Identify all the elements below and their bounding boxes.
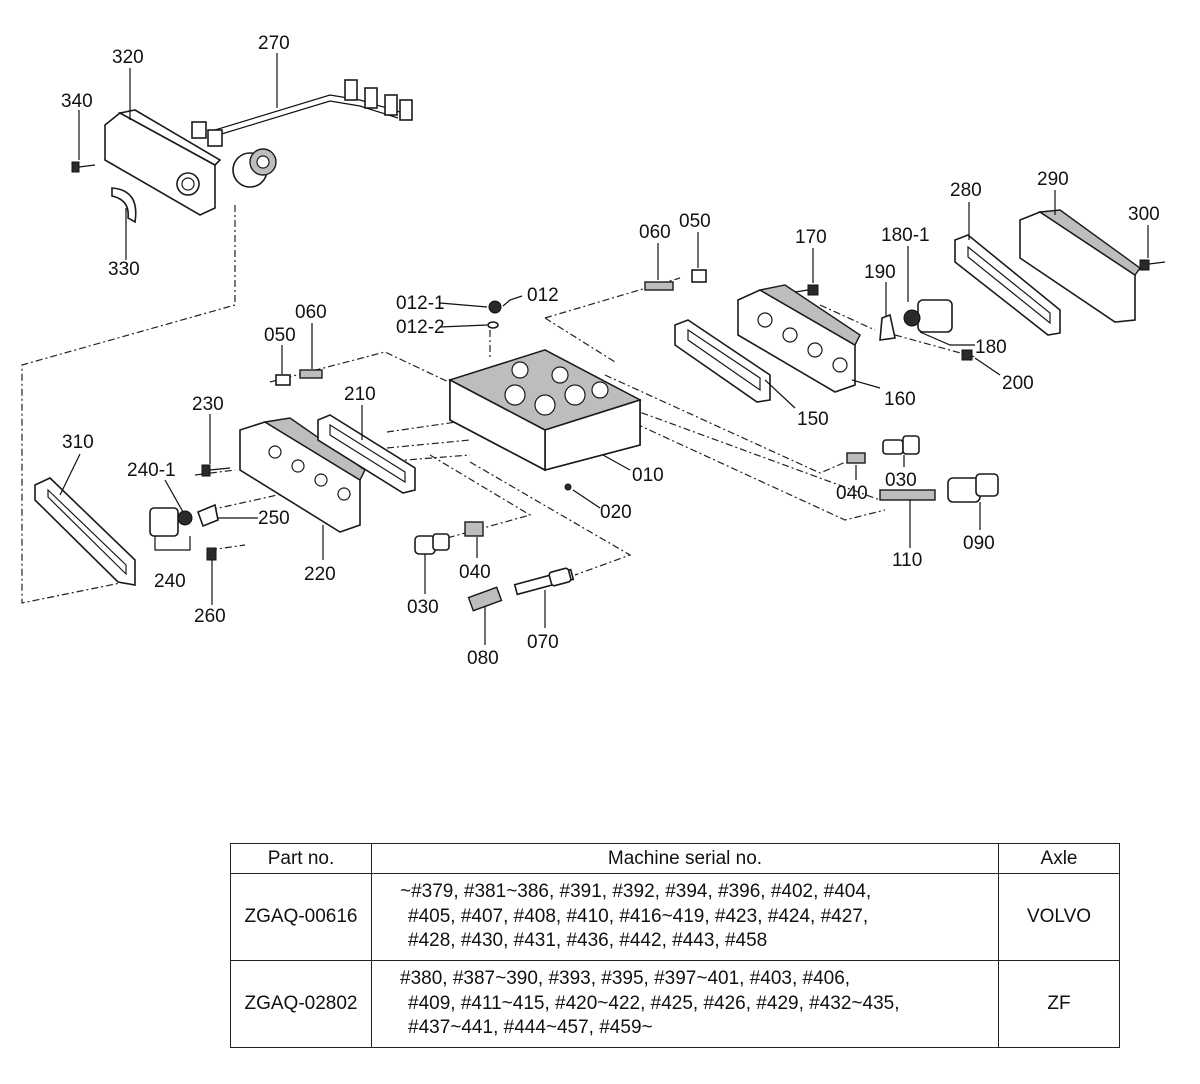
part-250-bracket bbox=[196, 503, 219, 528]
part-330-clip bbox=[111, 187, 137, 224]
callout-160: 160 bbox=[884, 389, 916, 410]
part-012-2-seat bbox=[487, 321, 499, 329]
part-260-bolt bbox=[206, 547, 217, 561]
part-280-gasket bbox=[954, 234, 1061, 336]
callout-060-left: 060 bbox=[295, 302, 327, 323]
part-090-valve bbox=[947, 473, 999, 503]
part-050-plug-left bbox=[275, 374, 291, 386]
callout-330: 330 bbox=[108, 259, 140, 280]
table-row: ZGAQ-02802 #380, #387~390, #393, #395, #… bbox=[230, 960, 1120, 1048]
cell-part-no: ZGAQ-00616 bbox=[230, 873, 372, 961]
leader-lines bbox=[59, 53, 1149, 645]
cell-serial-range: #380, #387~390, #393, #395, #397~401, #4… bbox=[371, 960, 999, 1048]
callout-290: 290 bbox=[1037, 169, 1069, 190]
callout-240: 240 bbox=[154, 571, 186, 592]
table-row: ZGAQ-00616 ~#379, #381~386, #391, #392, … bbox=[230, 873, 1120, 961]
part-240-solenoid bbox=[149, 507, 193, 537]
part-210-gasket bbox=[317, 414, 416, 494]
table-header-row: Part no. Machine serial no. Axle bbox=[230, 843, 1120, 874]
part-160-valve-body bbox=[737, 284, 861, 393]
part-300-bolt bbox=[1139, 259, 1166, 271]
callout-012-2: 012-2 bbox=[396, 317, 445, 338]
serial-line: #428, #430, #431, #436, #442, #443, #458 bbox=[408, 930, 768, 952]
part-030-plunger-bottom bbox=[414, 533, 450, 555]
part-200-bolt bbox=[961, 349, 973, 361]
callout-260: 260 bbox=[194, 606, 226, 627]
callout-060-top: 060 bbox=[639, 222, 671, 243]
part-190-bracket bbox=[879, 313, 896, 341]
part-040-spring-right bbox=[846, 452, 866, 464]
callout-110: 110 bbox=[892, 550, 922, 571]
callout-010: 010 bbox=[632, 465, 664, 486]
part-290-cover bbox=[1019, 209, 1141, 323]
callout-150: 150 bbox=[797, 409, 829, 430]
cell-serial-range: ~#379, #381~386, #391, #392, #394, #396,… bbox=[371, 873, 999, 961]
cell-axle: ZF bbox=[998, 960, 1120, 1048]
part-170-bolt bbox=[794, 284, 819, 296]
callout-340: 340 bbox=[61, 91, 93, 112]
callout-220: 220 bbox=[304, 564, 336, 585]
callout-280: 280 bbox=[950, 180, 982, 201]
callout-320: 320 bbox=[112, 47, 144, 68]
callout-030-bottom: 030 bbox=[407, 597, 439, 618]
callout-050-left: 050 bbox=[264, 325, 296, 346]
cell-axle: VOLVO bbox=[998, 873, 1120, 961]
part-050-plug-top bbox=[691, 269, 707, 283]
callout-040-bottom: 040 bbox=[459, 562, 491, 583]
serial-line: #380, #387~390, #393, #395, #397~401, #4… bbox=[400, 968, 851, 990]
callout-250: 250 bbox=[258, 508, 290, 529]
callout-020: 020 bbox=[600, 502, 632, 523]
part-150-gasket bbox=[674, 319, 771, 403]
assembly-guide-lines bbox=[21, 205, 976, 604]
callout-040-right: 040 bbox=[836, 483, 868, 504]
callout-050-top: 050 bbox=[679, 211, 711, 232]
callout-labels: 320 270 340 330 280 290 300 060 050 170 … bbox=[61, 33, 1160, 669]
callout-240-1: 240-1 bbox=[127, 460, 176, 481]
serial-line: #409, #411~415, #420~422, #425, #426, #4… bbox=[408, 992, 900, 1014]
part-270-harness bbox=[191, 79, 413, 188]
callout-070: 070 bbox=[527, 632, 559, 653]
callout-190: 190 bbox=[864, 262, 896, 283]
callout-200: 200 bbox=[1002, 373, 1034, 394]
callout-210: 210 bbox=[344, 384, 376, 405]
header-machine-serial: Machine serial no. bbox=[371, 843, 999, 874]
callout-080: 080 bbox=[467, 648, 499, 669]
part-340-bolt bbox=[71, 161, 96, 173]
header-axle: Axle bbox=[998, 843, 1120, 874]
callout-270: 270 bbox=[258, 33, 290, 54]
serial-applicability-table: Part no. Machine serial no. Axle ZGAQ-00… bbox=[230, 843, 1120, 1048]
callout-090: 090 bbox=[963, 533, 995, 554]
serial-line: #437~441, #444~457, #459~ bbox=[408, 1017, 653, 1039]
part-030-plunger-right bbox=[882, 435, 920, 455]
callout-012-1: 012-1 bbox=[396, 293, 445, 314]
part-012-1-ball bbox=[488, 300, 502, 314]
part-310-gasket bbox=[34, 477, 136, 586]
callout-030-right: 030 bbox=[885, 470, 917, 491]
header-part-no: Part no. bbox=[230, 843, 372, 874]
callout-170: 170 bbox=[795, 227, 827, 248]
callout-230: 230 bbox=[192, 394, 224, 415]
part-040-spring-bottom bbox=[464, 521, 484, 537]
callout-180-1: 180-1 bbox=[881, 225, 930, 246]
part-110-spring bbox=[879, 489, 936, 501]
callout-180: 180 bbox=[975, 337, 1007, 358]
part-020-ball bbox=[564, 483, 572, 491]
part-070-spool bbox=[513, 567, 575, 596]
cell-part-no: ZGAQ-02802 bbox=[230, 960, 372, 1048]
callout-300: 300 bbox=[1128, 204, 1160, 225]
callout-012: 012 bbox=[527, 285, 559, 306]
part-230-bolt bbox=[201, 464, 231, 477]
serial-line: ~#379, #381~386, #391, #392, #394, #396,… bbox=[400, 881, 872, 903]
part-010-housing bbox=[448, 349, 642, 472]
callout-310: 310 bbox=[62, 432, 94, 453]
serial-line: #405, #407, #408, #410, #416~419, #423, … bbox=[408, 905, 869, 927]
part-060-spring-left bbox=[299, 369, 323, 379]
part-180-solenoid bbox=[903, 299, 953, 333]
part-060-spring-top bbox=[644, 281, 674, 291]
part-320-cover bbox=[104, 109, 222, 216]
part-220-valve-body bbox=[239, 417, 366, 533]
exploded-parts-diagram: 320 270 340 330 280 290 300 060 050 170 … bbox=[21, 33, 1166, 669]
part-080-spring bbox=[467, 586, 503, 612]
